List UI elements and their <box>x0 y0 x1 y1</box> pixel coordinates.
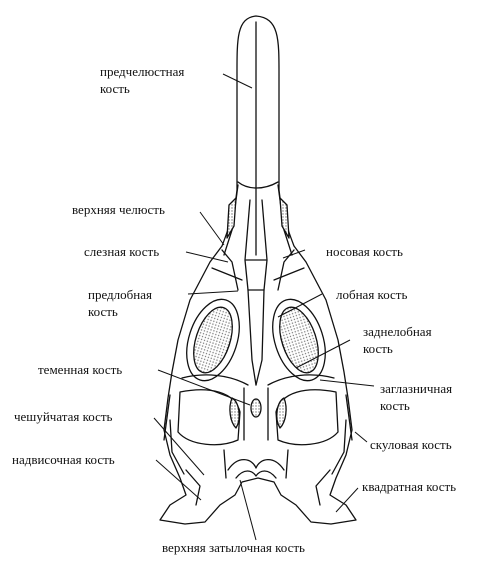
label-frontal: лобная кость <box>336 287 408 302</box>
label-supraoccipital: верхняя затылочная кость <box>162 540 305 555</box>
label-supratemporal: надвисочная кость <box>12 452 115 467</box>
skull-outline <box>159 15 357 525</box>
label-premaxilla: предчелюстная кость <box>100 64 185 96</box>
label-postorbital: заглазничная кость <box>380 381 453 413</box>
label-prefrontal: предлобная кость <box>88 287 152 319</box>
leader-lines <box>153 73 375 541</box>
label-maxilla: верхняя челюсть <box>72 202 165 217</box>
label-parietal: теменная кость <box>38 362 123 377</box>
label-nasal: носовая кость <box>326 244 403 259</box>
label-lacrimal: слезная кость <box>84 244 160 259</box>
label-jugal: скуловая кость <box>370 437 452 452</box>
label-quadrate: квадратная кость <box>362 479 457 494</box>
label-postfrontal: заднелобная кость <box>363 324 432 356</box>
label-squamosal: чешуйчатая кость <box>14 409 113 424</box>
